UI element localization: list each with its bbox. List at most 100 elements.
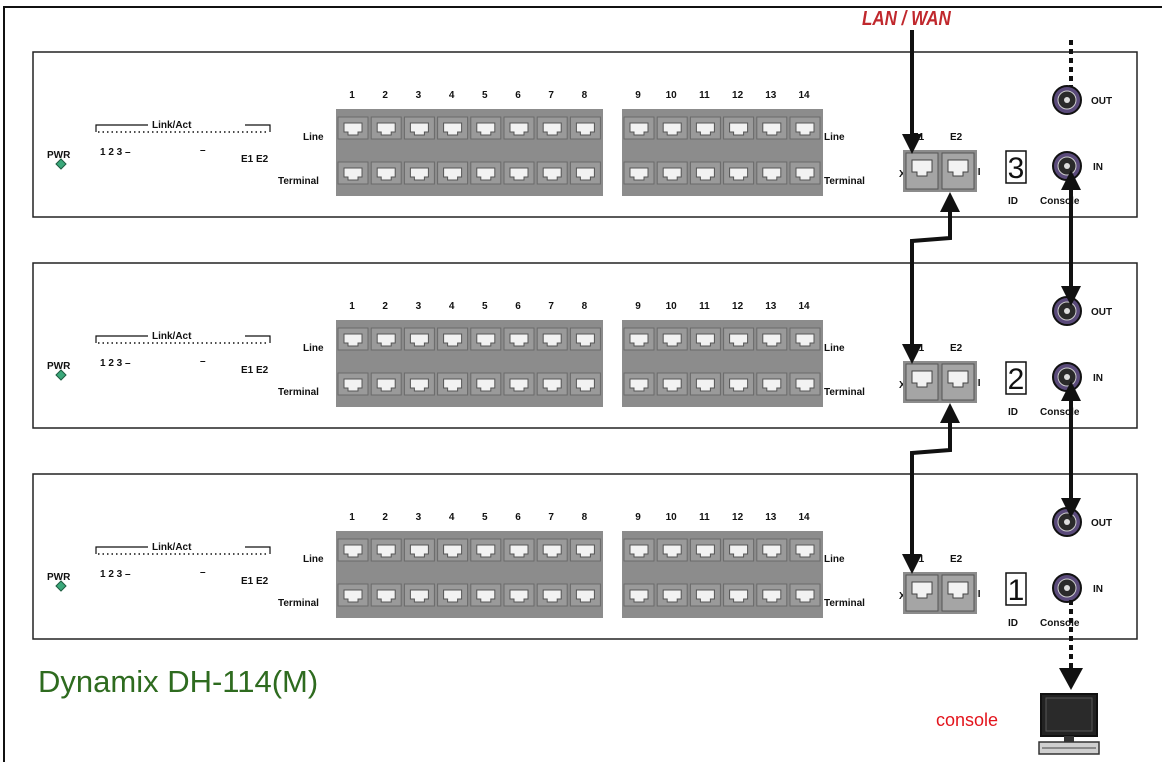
terminal-port-11[interactable] <box>689 161 721 185</box>
line-port-8[interactable] <box>569 327 601 351</box>
terminal-port-5[interactable] <box>470 583 502 607</box>
terminal-port-13[interactable] <box>756 372 788 396</box>
console-out-connector[interactable] <box>1052 507 1082 537</box>
line-port-5[interactable] <box>470 116 502 140</box>
line-port-4[interactable] <box>437 538 469 562</box>
e2-port[interactable] <box>941 574 975 612</box>
console-out-connector[interactable] <box>1052 296 1082 326</box>
terminal-port-3[interactable] <box>403 161 435 185</box>
terminal-port-13[interactable] <box>756 161 788 185</box>
line-port-2[interactable] <box>370 327 402 351</box>
line-port-5[interactable] <box>470 538 502 562</box>
line-port-3[interactable] <box>403 327 435 351</box>
terminal-port-6[interactable] <box>503 161 535 185</box>
line-port-4[interactable] <box>437 327 469 351</box>
terminal-port-2[interactable] <box>370 161 402 185</box>
terminal-port-6[interactable] <box>503 372 535 396</box>
line-port-2[interactable] <box>370 116 402 140</box>
line-port-11[interactable] <box>689 327 721 351</box>
line-port-9[interactable] <box>623 116 655 140</box>
terminal-port-9[interactable] <box>623 372 655 396</box>
console-out-connector[interactable] <box>1052 85 1082 115</box>
terminal-port-1[interactable] <box>337 161 369 185</box>
terminal-port-9[interactable] <box>623 161 655 185</box>
line-port-8[interactable] <box>569 538 601 562</box>
line-port-14[interactable] <box>789 538 821 562</box>
terminal-port-4[interactable] <box>437 583 469 607</box>
terminal-port-8[interactable] <box>569 583 601 607</box>
terminal-port-6[interactable] <box>503 583 535 607</box>
line-port-14[interactable] <box>789 327 821 351</box>
terminal-port-5[interactable] <box>470 161 502 185</box>
console-in-connector[interactable] <box>1052 573 1082 603</box>
line-port-11[interactable] <box>689 116 721 140</box>
terminal-port-10[interactable] <box>656 372 688 396</box>
line-port-12[interactable] <box>723 116 755 140</box>
terminal-port-1[interactable] <box>337 372 369 396</box>
line-port-9[interactable] <box>623 538 655 562</box>
id-label: ID <box>1008 196 1018 207</box>
terminal-port-10[interactable] <box>656 161 688 185</box>
terminal-port-11[interactable] <box>689 372 721 396</box>
terminal-port-7[interactable] <box>536 372 568 396</box>
terminal-port-5[interactable] <box>470 372 502 396</box>
line-port-10[interactable] <box>656 538 688 562</box>
line-port-2[interactable] <box>370 538 402 562</box>
line-port-8[interactable] <box>569 116 601 140</box>
line-port-6[interactable] <box>503 116 535 140</box>
terminal-port-9[interactable] <box>623 583 655 607</box>
terminal-port-13[interactable] <box>756 583 788 607</box>
line-port-4[interactable] <box>437 116 469 140</box>
line-port-1[interactable] <box>337 116 369 140</box>
terminal-port-1[interactable] <box>337 583 369 607</box>
line-port-12[interactable] <box>723 327 755 351</box>
e2-port[interactable] <box>941 363 975 401</box>
terminal-port-4[interactable] <box>437 372 469 396</box>
terminal-port-10[interactable] <box>656 583 688 607</box>
terminal-port-2[interactable] <box>370 583 402 607</box>
line-port-3[interactable] <box>403 538 435 562</box>
line-port-13[interactable] <box>756 116 788 140</box>
terminal-port-12[interactable] <box>723 372 755 396</box>
line-port-6[interactable] <box>503 327 535 351</box>
terminal-port-3[interactable] <box>403 583 435 607</box>
line-port-13[interactable] <box>756 538 788 562</box>
terminal-port-7[interactable] <box>536 583 568 607</box>
terminal-port-8[interactable] <box>569 161 601 185</box>
line-port-13[interactable] <box>756 327 788 351</box>
line-port-3[interactable] <box>403 116 435 140</box>
line-port-6[interactable] <box>503 538 535 562</box>
line-port-7[interactable] <box>536 116 568 140</box>
e1-port[interactable] <box>905 152 939 190</box>
terminal-port-14[interactable] <box>789 161 821 185</box>
line-port-9[interactable] <box>623 327 655 351</box>
console-in-connector[interactable] <box>1052 151 1082 181</box>
line-port-11[interactable] <box>689 538 721 562</box>
line-port-7[interactable] <box>536 538 568 562</box>
terminal-port-7[interactable] <box>536 161 568 185</box>
terminal-port-12[interactable] <box>723 583 755 607</box>
terminal-port-11[interactable] <box>689 583 721 607</box>
led-left-label: 1 2 3 – <box>100 358 131 369</box>
pwr-led-icon <box>55 158 67 170</box>
line-port-14[interactable] <box>789 116 821 140</box>
line-port-5[interactable] <box>470 327 502 351</box>
terminal-port-4[interactable] <box>437 161 469 185</box>
line-port-1[interactable] <box>337 327 369 351</box>
terminal-label-right: Terminal <box>824 176 865 187</box>
e1-port[interactable] <box>905 363 939 401</box>
console-in-connector[interactable] <box>1052 362 1082 392</box>
terminal-port-12[interactable] <box>723 161 755 185</box>
line-port-7[interactable] <box>536 327 568 351</box>
e2-port[interactable] <box>941 152 975 190</box>
line-port-10[interactable] <box>656 327 688 351</box>
line-port-12[interactable] <box>723 538 755 562</box>
e1-port[interactable] <box>905 574 939 612</box>
line-port-1[interactable] <box>337 538 369 562</box>
line-port-10[interactable] <box>656 116 688 140</box>
terminal-port-8[interactable] <box>569 372 601 396</box>
terminal-port-14[interactable] <box>789 372 821 396</box>
terminal-port-14[interactable] <box>789 583 821 607</box>
terminal-port-3[interactable] <box>403 372 435 396</box>
terminal-port-2[interactable] <box>370 372 402 396</box>
